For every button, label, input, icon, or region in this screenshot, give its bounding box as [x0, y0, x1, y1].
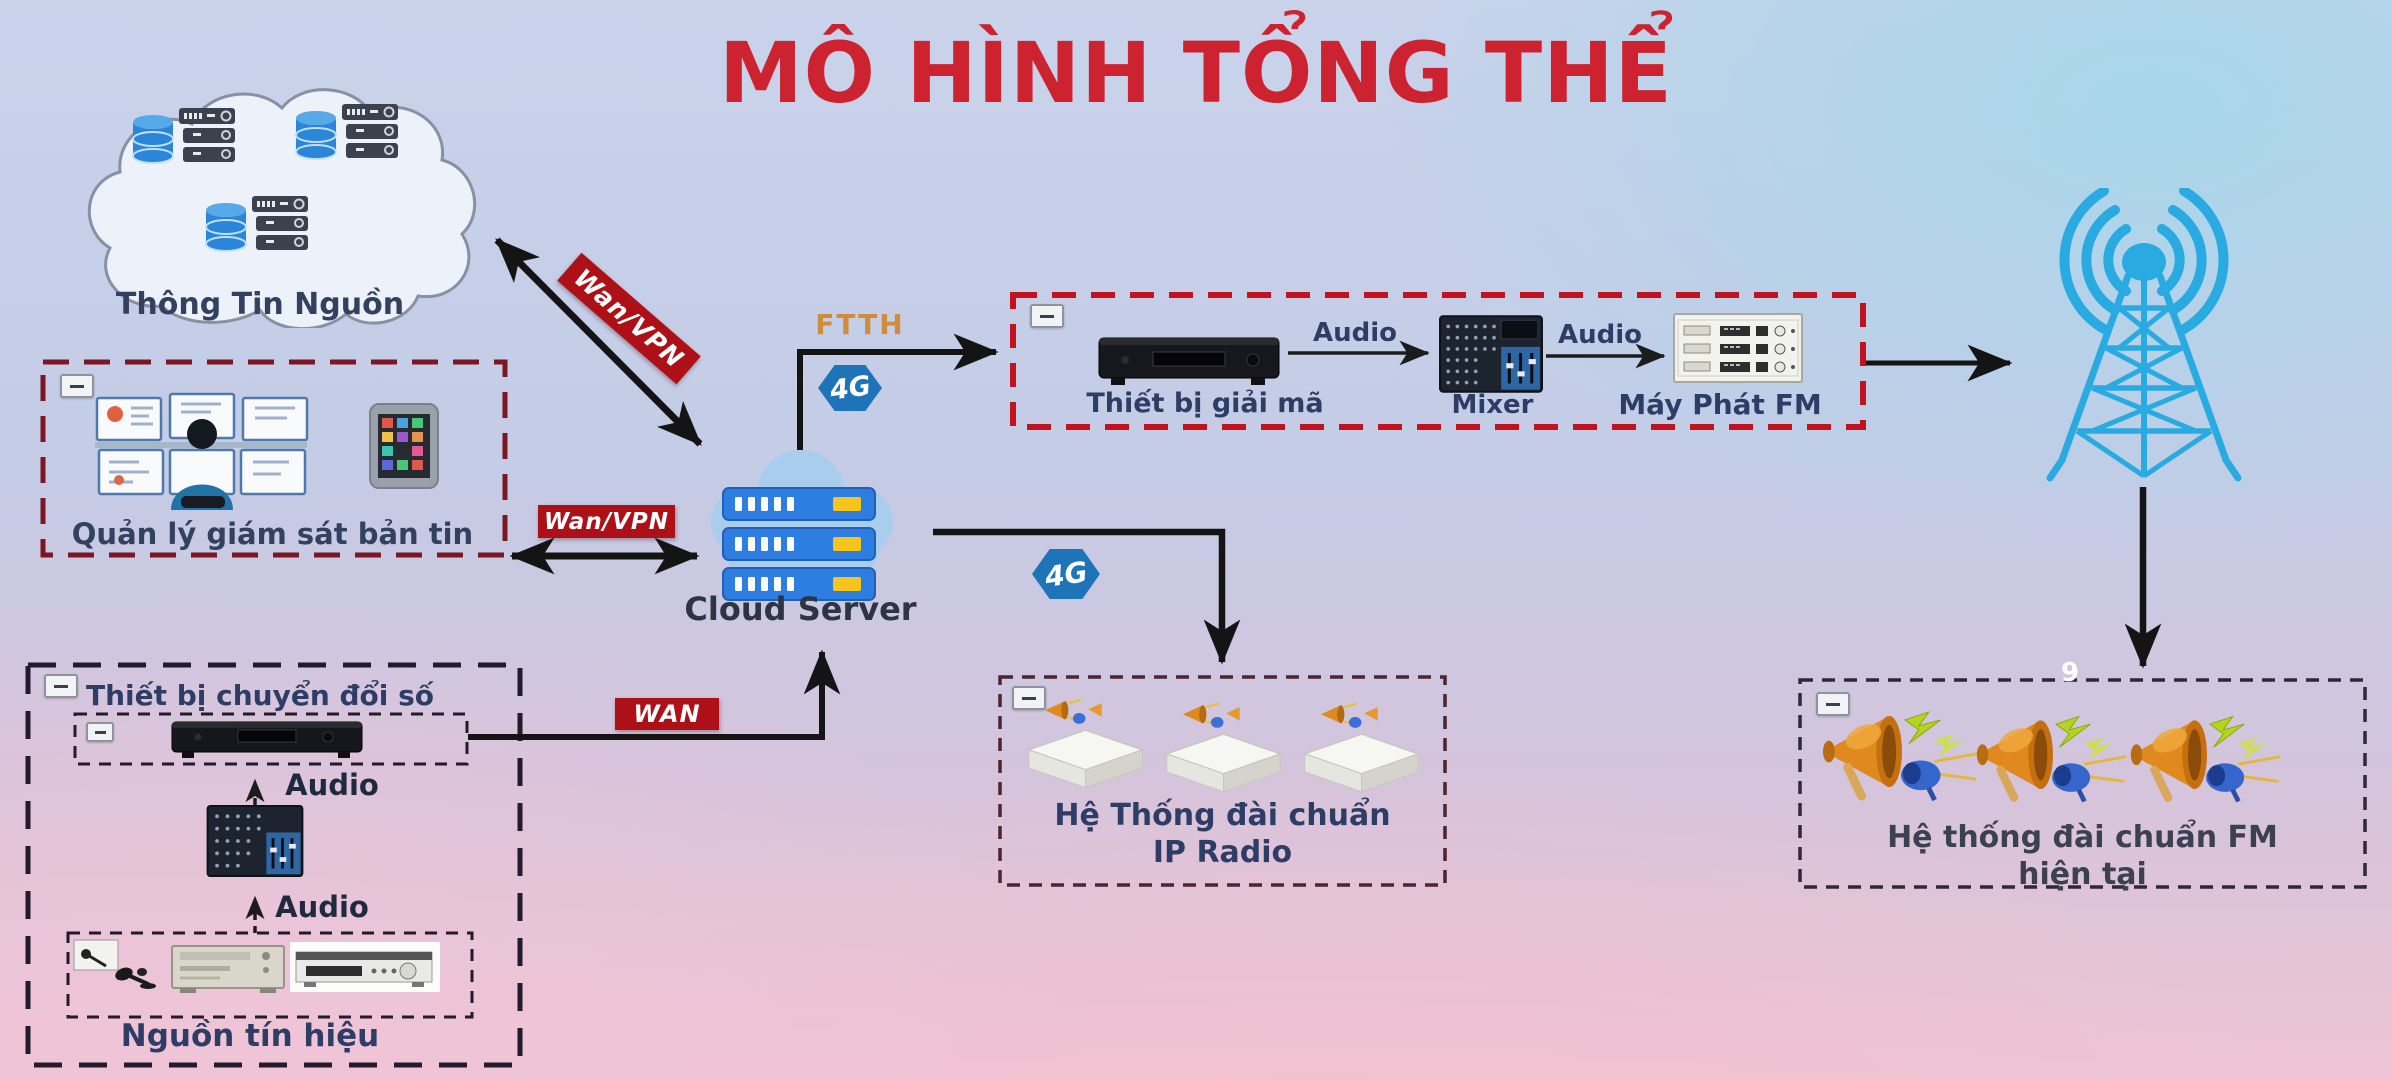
converter-title: Thiết bị chuyển đổi số — [85, 679, 435, 712]
audio-label-converter-src: Audio — [275, 890, 369, 924]
fm-transmitter-label: Máy Phát FM — [1618, 388, 1822, 421]
ip-radio-unit-icon — [1165, 702, 1282, 793]
collapse-icon[interactable] — [1030, 304, 1064, 328]
monitoring-label: Quản lý giám sát bản tin — [71, 517, 474, 551]
radio-receiver-icon — [290, 942, 440, 992]
fm-system-label: Hệ thống đài chuẩn FM hiện tại — [1887, 820, 2278, 892]
audio-label-1: Audio — [1312, 318, 1398, 348]
cloud-server-label: Cloud Server — [684, 590, 917, 628]
operator-monitor-wall-icon — [95, 392, 309, 510]
collapse-icon[interactable] — [86, 722, 114, 742]
signal-source-label: Nguồn tín hiệu — [120, 1018, 380, 1054]
wanvpn-horizontal-badge: Wan/VPN — [538, 505, 675, 538]
collapse-icon[interactable] — [1012, 686, 1046, 710]
fm-transmitter-icon — [1673, 313, 1803, 383]
fm-count-badge: 9 — [2060, 658, 2080, 688]
smartphone-icon — [369, 403, 439, 489]
ip-radio-unit-icon — [1303, 702, 1420, 793]
mixer-label: Mixer — [1451, 390, 1534, 420]
ip-radio-unit-icon — [1027, 698, 1144, 789]
radio-tower-icon — [2046, 188, 2242, 482]
mixer-icon — [1439, 315, 1543, 393]
collapse-icon[interactable] — [1816, 692, 1850, 716]
desktop-computer-icon — [171, 945, 285, 993]
wanvpn-diagonal-badge: Wan/VPN — [557, 252, 701, 385]
fourg-badge-top: 4G — [818, 364, 882, 412]
mixer-icon — [206, 804, 304, 878]
ip-radio-label: Hệ Thống đài chuẩn IP Radio — [1054, 798, 1391, 870]
cloud-server-icon — [711, 450, 893, 601]
source-cloud-icon — [87, 88, 477, 328]
ftth-label: FTTH — [815, 308, 905, 341]
encoder-device-icon — [171, 721, 363, 758]
decoder-label: Thiết bị giải mã — [1086, 388, 1324, 419]
page-title: MÔ HÌNH TỔNG THỂ — [719, 24, 1673, 122]
collapse-icon[interactable] — [44, 674, 78, 698]
audio-label-2: Audio — [1557, 320, 1643, 350]
decoder-device-icon — [1098, 337, 1280, 385]
fm-loudspeaker-icon — [1972, 705, 2134, 812]
fm-loudspeaker-icon — [2126, 705, 2288, 812]
audio-label-converter-in: Audio — [285, 768, 379, 802]
source-cloud-label: Thông Tin Nguồn — [115, 287, 405, 322]
wan-badge: WAN — [615, 698, 719, 730]
collapse-icon[interactable] — [60, 374, 94, 398]
fm-loudspeaker-icon — [1818, 700, 1986, 811]
microphone-icon — [73, 939, 156, 989]
fourg-badge-bottom: 4G — [1032, 549, 1100, 599]
